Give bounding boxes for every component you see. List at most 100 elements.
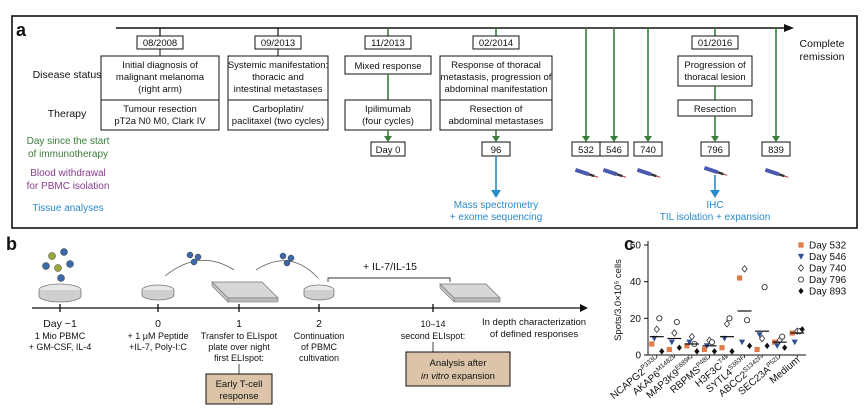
row-label-day-1: Day since the start (27, 136, 110, 147)
step-desc-3-1: Continuation (294, 331, 345, 341)
syringe-icon (703, 166, 728, 176)
therapy-2-line2: paclitaxel (two cycles) (232, 116, 324, 127)
therapy-1-line2: pT2a N0 M0, Clark IV (114, 116, 206, 127)
day-label-0: Day 0 (376, 145, 401, 156)
early-response-line1: Early T-cell (216, 379, 263, 390)
step-day-minus1: Day −1 (43, 318, 77, 330)
data-point (719, 345, 725, 351)
data-point (756, 332, 763, 338)
disease-2-line3: intestinal metastases (234, 84, 323, 95)
data-point (791, 339, 798, 346)
legend-label: Day 796 (809, 275, 847, 286)
data-point (676, 344, 682, 351)
day-label-839: 839 (768, 145, 784, 156)
il-label: + IL-7/IL-15 (363, 261, 417, 273)
data-point (708, 339, 715, 346)
disease-2-line1: Systemic manifestation: (228, 60, 328, 71)
early-response-line2: response (219, 391, 258, 402)
legend-marker (798, 242, 804, 248)
data-point (723, 319, 731, 328)
data-point (774, 343, 781, 349)
step-desc-2-2: plate over night (208, 342, 270, 352)
legend-label: Day 532 (809, 241, 847, 252)
data-point (694, 348, 700, 355)
disease-1-line2: malignant melanoma (116, 72, 205, 83)
data-point (666, 346, 672, 353)
step-day-1: 1 (236, 318, 242, 330)
step-desc-4-1: second ELIspot: (401, 331, 466, 341)
date-2016: 01/2016 (698, 38, 732, 49)
row-label-day-2: of immunotherapy (28, 149, 108, 160)
disease-3-line1: Mixed response (354, 61, 421, 72)
elispot-plate-icon (211, 281, 279, 303)
therapy-box-4 (439, 99, 553, 131)
data-point (738, 339, 746, 346)
tissue-1-line2: + exome sequencing (450, 212, 543, 223)
early-response-box (205, 373, 273, 405)
data-point (711, 348, 718, 355)
data-point (686, 339, 693, 346)
data-point (729, 348, 735, 355)
data-point (688, 332, 696, 341)
expansion-box (405, 351, 511, 387)
row-label-blood-2: for PBMC isolation (27, 181, 110, 192)
step-desc-1-2: +IL-7, Poly-I:C (129, 342, 187, 352)
data-point (701, 346, 708, 353)
step-desc-3-3: cultivation (299, 353, 339, 363)
disease-2-line2: thoracic and (252, 72, 304, 83)
disease-box-4 (439, 55, 553, 101)
disease-4-line2: metastasis, progression of (441, 72, 552, 83)
day-box-740 (633, 141, 663, 157)
data-point (754, 346, 760, 353)
date-2013-11: 11/2013 (371, 38, 405, 49)
elispot-plate-icon (439, 283, 501, 303)
step-desc-0-2: + GM-CSF, IL-4 (29, 342, 92, 352)
step-day-10-14: 10–14 (420, 319, 445, 329)
cells-icon (186, 251, 202, 266)
data-point (741, 264, 748, 273)
data-point (726, 315, 733, 322)
data-point (736, 275, 743, 281)
data-point (779, 333, 786, 340)
petri-dish-icon (141, 284, 175, 301)
therapy-box-3 (344, 99, 432, 131)
disease-1-line1: Initial diagnosis of (122, 60, 198, 71)
y-tick-label: 60 (630, 241, 642, 252)
therapy-4-line1: Resection of (470, 104, 523, 115)
petri-dish-icon (38, 283, 82, 303)
disease-box-1 (100, 55, 220, 101)
step-desc-3-2: of PBMC (301, 342, 338, 352)
data-point (656, 315, 663, 322)
therapy-5-line1: Resection (694, 104, 736, 115)
data-point (649, 341, 655, 347)
date-2014: 02/2014 (479, 38, 513, 49)
y-tick-label: 20 (630, 314, 642, 325)
disease-4-line3: abdominal manifestation (445, 84, 548, 95)
disease-4-line1: Response of thoracal (451, 60, 541, 71)
legend-marker (797, 276, 805, 283)
date-box-2014 (472, 35, 520, 50)
step-day-0: 0 (155, 318, 161, 330)
step-desc-1-1: + 1 μM Peptide (128, 331, 189, 341)
therapy-3-line1: Ipilimumab (365, 104, 411, 115)
data-point (653, 325, 660, 334)
disease-5-line1: Progression of (684, 60, 746, 71)
legend-label: Day 893 (809, 287, 847, 298)
end-label-2: remission (800, 51, 845, 63)
final-label-2: of defined responses (490, 329, 578, 340)
therapy-2-line1: Carboplatin/ (252, 104, 304, 115)
legend-marker (798, 287, 804, 295)
data-point (744, 317, 751, 324)
legend-label: Day 546 (809, 252, 847, 263)
panel-a-label: a (16, 20, 27, 40)
tissue-1-line1: Mass spectrometry (454, 200, 538, 211)
disease-5-line2: thoracal lesion (684, 72, 745, 83)
data-point (721, 335, 728, 342)
therapy-box-1 (100, 99, 220, 131)
tissue-2-line2: TIL isolation + expansion (660, 212, 771, 223)
legend-marker (797, 264, 805, 272)
expansion-line1: Analysis after (429, 358, 486, 369)
row-label-tissue: Tissue analyses (32, 203, 103, 214)
day-label-546: 546 (606, 145, 622, 156)
